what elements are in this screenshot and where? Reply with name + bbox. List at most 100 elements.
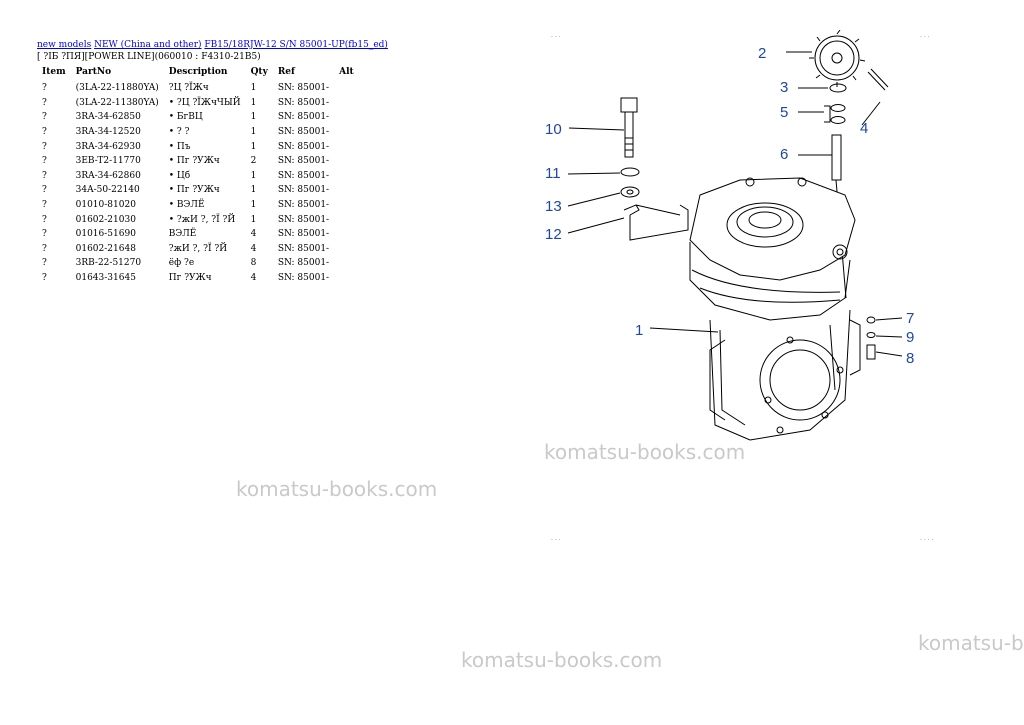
ref-cell: SN: 85001- [277,170,330,181]
callout-6: 6 [780,146,788,163]
page-mark-bottom-right: · · · · [920,537,934,544]
alt-cell [334,110,359,125]
alt-cell [334,242,359,257]
partno-cell: 01602-21648 [75,243,136,254]
alt-cell [334,212,359,227]
shaft-part [831,134,842,181]
table-row: ? 3RA-34-62860 • Цб 1 SN: 85001- [37,169,359,184]
partno-cell: 01010-81020 [75,200,136,211]
ref-cell: SN: 85001- [277,141,330,152]
callout-1: 1 [635,322,643,339]
breadcrumb-link-new-china[interactable]: NEW (China and other) [94,40,202,50]
column-header-alt: Alt [339,67,354,77]
watermark-1: komatsu-books.com [544,440,746,464]
qty-cell: 1 [250,141,257,152]
item-cell: ? [42,258,47,269]
qty-cell: 1 [250,170,257,181]
ref-cell: SN: 85001- [277,185,330,196]
ref-cell: SN: 85001- [277,273,330,284]
alt-cell [334,227,359,242]
housing-part [689,177,861,441]
ref-cell: SN: 85001- [277,97,330,108]
partno-cell: 3RA-34-62930 [75,141,141,152]
callout-13: 13 [545,198,562,215]
ref-cell: SN: 85001- [277,243,330,254]
partno-cell: 3EB-T2-11770 [75,156,141,167]
qty-cell: 4 [250,243,257,254]
item-cell: ? [42,112,47,123]
callout-9: 9 [906,329,914,346]
item-cell: ? [42,170,47,181]
table-row: ? 01010-81020 • ВЭЛЁ 1 SN: 85001- [37,198,359,213]
callout-5: 5 [780,104,788,121]
qty-cell: 1 [250,83,257,94]
parts-diagram: 2 3 4 5 6 10 11 13 12 1 7 9 8 [545,30,914,441]
alt-cell [334,183,359,198]
description-cell: • ?Ц ?ЇЖчЧЫЙ [168,97,241,108]
breadcrumb-link-new-models[interactable]: new models [37,40,92,50]
description-cell: ВЭЛЁ [168,229,197,240]
alt-cell [334,125,359,140]
callout-3: 3 [780,79,788,96]
qty-cell: 4 [250,229,257,240]
breadcrumb-link-model[interactable]: FB15/18RJW-12 S/N 85001-UP(fb15_ed) [204,40,388,50]
description-cell: • Пг ?УЖч [168,156,220,167]
description-cell: ?Ц ?ЇЖч [168,83,209,94]
item-cell: ? [42,185,47,196]
alt-cell [334,198,359,213]
callout-12: 12 [545,226,562,243]
alt-cell [334,96,359,111]
partno-cell: 01643-31645 [75,273,136,284]
partno-cell: (3LA-22-11880YA) [75,83,159,94]
item-cell: ? [42,243,47,254]
page-mark-top-left: · · · [551,34,561,41]
item-cell: ? [42,214,47,225]
description-cell: • ВЭЛЁ [168,200,205,211]
ref-cell: SN: 85001- [277,200,330,211]
watermark-3: komatsu-books.com [461,648,663,672]
callout-11: 11 [545,165,561,182]
description-cell: • Пг ?УЖч [168,185,220,196]
item-cell: ? [42,200,47,211]
description-cell: • БгВЦ [168,112,203,123]
description-cell: • Цб [168,170,191,181]
alt-cell [334,271,359,286]
qty-cell: 4 [250,273,257,284]
column-header-item: Item [42,67,66,77]
page-subtitle: [ ?ІБ ?ПЯ][POWER LINE](060010 : F4310-21… [37,52,261,62]
alt-cell [334,139,359,154]
ref-cell: SN: 85001- [277,214,330,225]
alt-cell [334,169,359,184]
callout-4: 4 [860,120,868,137]
washer-part [829,83,847,93]
item-cell: ? [42,156,47,167]
watermark-4: komatsu-b [918,631,1024,655]
partno-cell: 3RA-34-12520 [75,127,141,138]
pin-part [867,68,889,91]
alt-cell [334,256,359,271]
partno-cell: 01602-21030 [75,214,136,225]
bolt-part [620,97,638,158]
qty-cell: 8 [250,258,257,269]
qty-cell: 1 [250,97,257,108]
item-cell: ? [42,127,47,138]
item-cell: ? [42,83,47,94]
sprocket-part [809,30,866,87]
callout-10: 10 [545,121,562,138]
partno-cell: 3RA-34-62860 [75,170,141,181]
qty-cell: 1 [250,200,257,211]
partno-cell: 3RA-34-62850 [75,112,141,123]
partno-cell: 34A-50-22140 [75,185,140,196]
column-header-qty: Qty [250,67,268,77]
